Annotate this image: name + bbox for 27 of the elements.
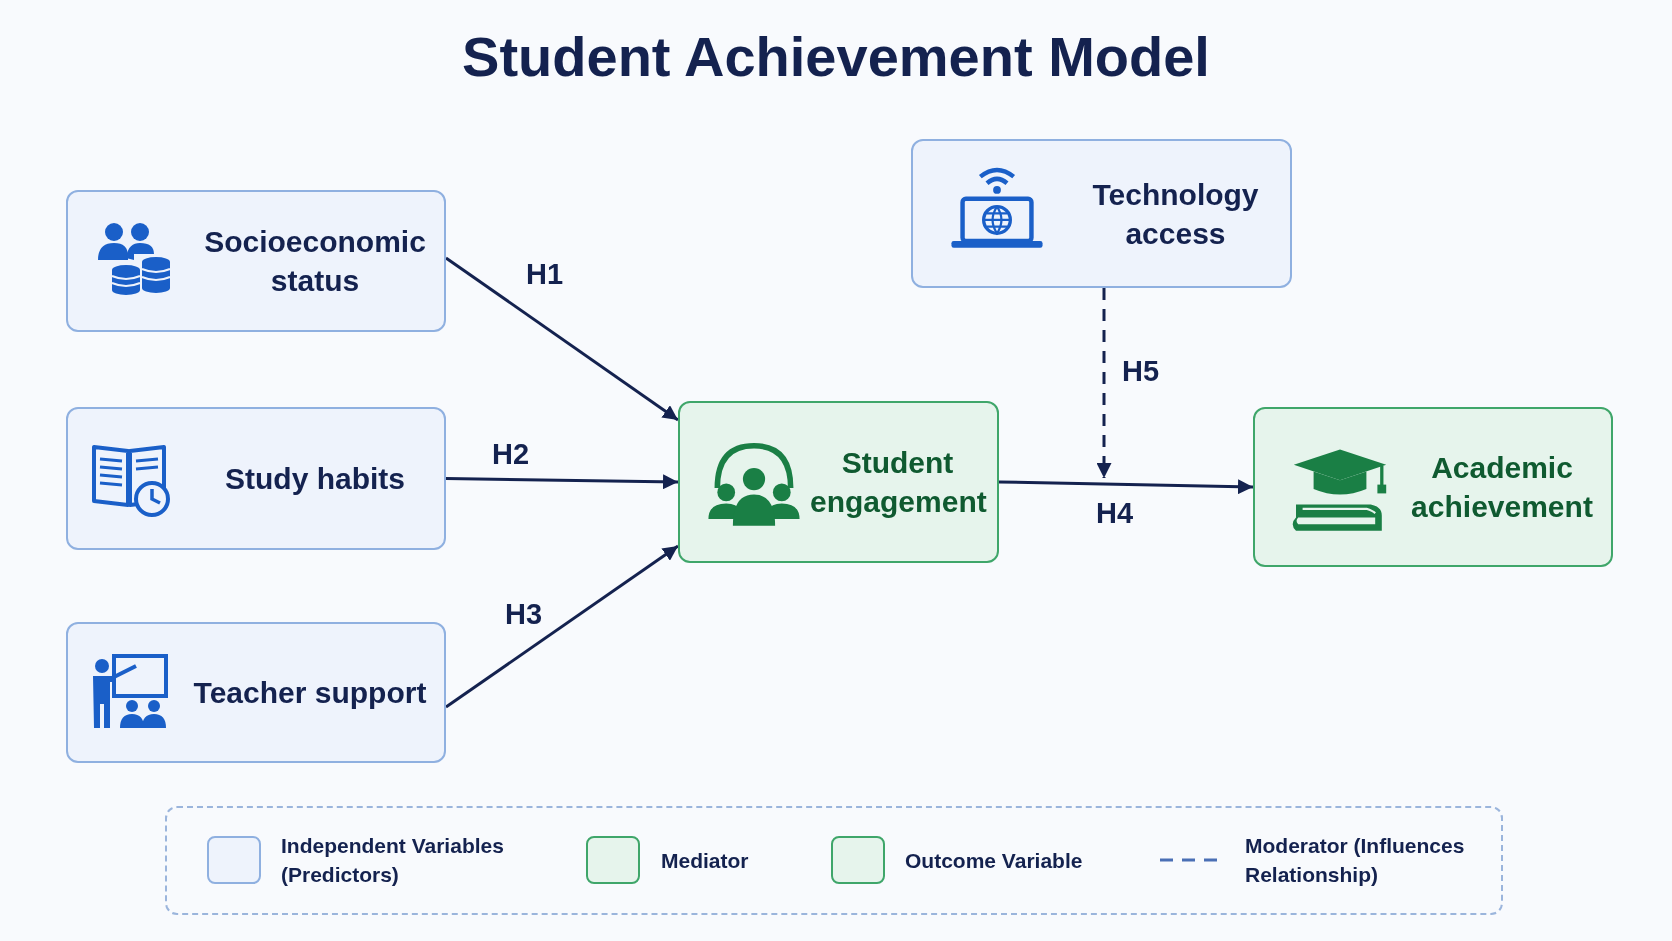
edge-label: H4 — [1096, 497, 1134, 530]
legend-label: Moderator (Influences Relationship) — [1245, 833, 1466, 889]
legend-label: Outcome Variable — [905, 848, 1084, 874]
variable-label: Student engagement — [810, 445, 985, 520]
variable-label: Study habits — [224, 461, 406, 497]
edge-label: H3 — [505, 598, 543, 631]
diagram-title: Student Achievement Model — [461, 24, 1211, 89]
variable-label: Socioeconomic status — [203, 224, 427, 299]
variable-box — [66, 407, 446, 550]
edge-label: H1 — [526, 258, 564, 291]
arrow — [445, 544, 679, 709]
variable-box — [1253, 407, 1613, 567]
variable-box — [66, 190, 446, 332]
arrow — [445, 474, 679, 490]
variable-label: Academic achievement — [1410, 450, 1594, 525]
legend-label: Independent Variables (Predictors) — [281, 833, 505, 889]
dashed-arrow — [1096, 288, 1112, 478]
legend-label: Mediator — [661, 848, 750, 874]
variable-box — [66, 622, 446, 763]
edge-label: H2 — [492, 438, 530, 471]
variable-label: Teacher support — [192, 675, 428, 711]
variable-box — [678, 401, 999, 563]
variable-box — [911, 139, 1292, 288]
arrow — [445, 256, 679, 422]
arrow — [998, 479, 1254, 495]
variable-label: Technology access — [1091, 176, 1260, 252]
edge-label: H5 — [1122, 355, 1160, 388]
